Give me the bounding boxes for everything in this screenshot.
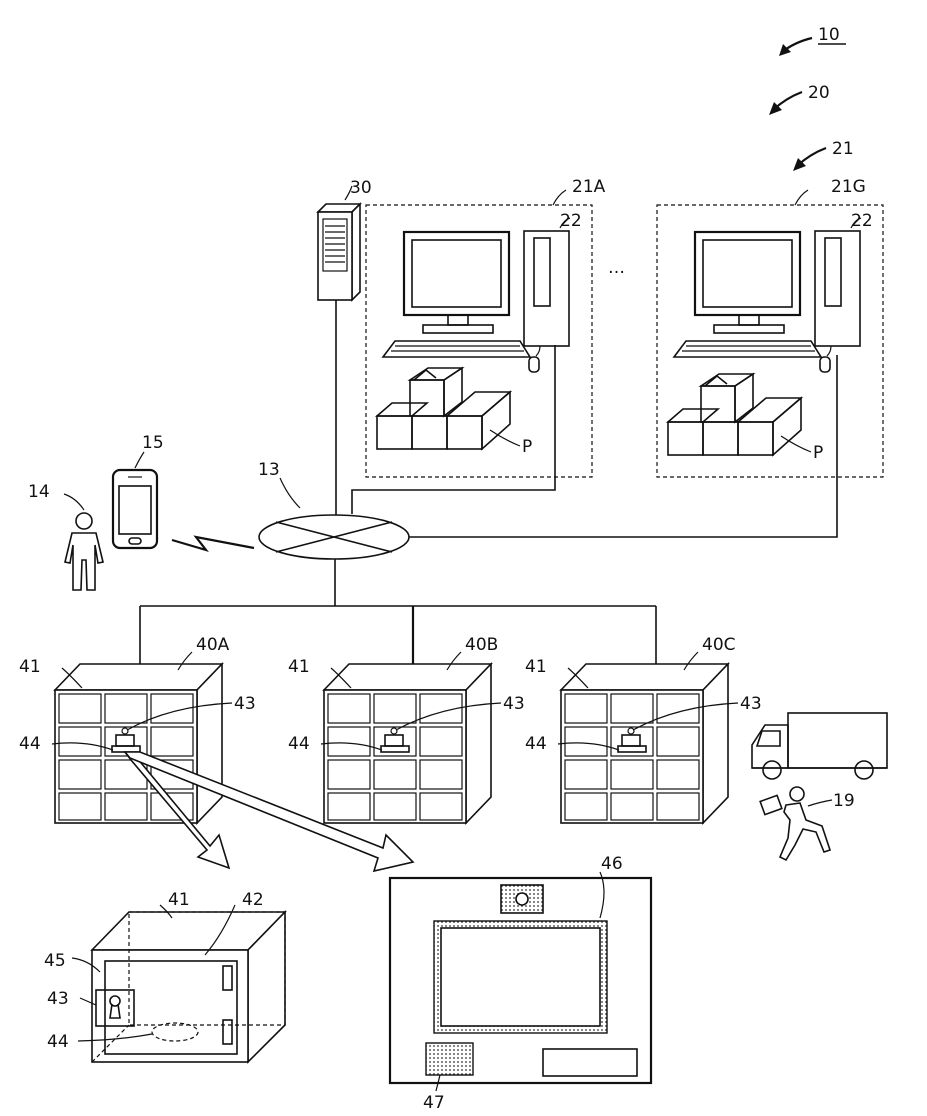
slot xyxy=(543,1049,637,1076)
detail-45-label: 45 xyxy=(44,951,66,971)
pc-g-label: 22 xyxy=(851,211,873,231)
sensor-a-label: 44 xyxy=(19,734,41,754)
box-a-label: 41 xyxy=(19,657,41,677)
seller-side-label: 20 xyxy=(808,83,830,103)
courier-label: 19 xyxy=(833,791,855,811)
seller-terminal-g: 21G 22 xyxy=(657,177,883,477)
sensor-b-label: 44 xyxy=(288,734,310,754)
sensor-c-label: 44 xyxy=(525,734,547,754)
courier-figure-icon: 19 xyxy=(760,787,854,860)
box-b-label: 41 xyxy=(288,657,310,677)
tower-pc-icon: 22 xyxy=(524,211,582,346)
lock-a-label: 43 xyxy=(234,694,256,714)
terminal-g-label: 21G xyxy=(831,177,866,197)
seller-terminals-ref: 21 xyxy=(793,139,854,171)
delivery-truck-icon xyxy=(752,713,887,779)
server-label: 30 xyxy=(350,178,372,198)
network-hub: 13 xyxy=(258,460,409,559)
mouse-icon xyxy=(529,346,540,372)
camera-icon xyxy=(501,885,543,913)
smartphone-icon: 15 xyxy=(113,433,164,548)
wireless-link-icon xyxy=(172,537,254,550)
locker-a-label: 40A xyxy=(196,635,230,655)
locker-box-detail: 41 42 45 43 44 xyxy=(44,890,285,1062)
lock-c-label: 43 xyxy=(740,694,762,714)
seller-side-ref: 20 xyxy=(769,83,830,115)
detail-box-label: 41 xyxy=(168,890,190,910)
network-label: 13 xyxy=(258,460,280,480)
server: 30 xyxy=(318,178,372,300)
network-links xyxy=(140,300,837,664)
detail-sensor-label: 44 xyxy=(47,1032,69,1052)
seller-terminals-label: 21 xyxy=(832,139,854,159)
display-screen xyxy=(434,921,607,1033)
card-reader-icon xyxy=(426,1043,473,1075)
system-label: 10 xyxy=(818,25,840,45)
panel-display-label: 46 xyxy=(601,854,623,874)
package-stack-icon: P xyxy=(377,368,532,457)
ellipsis: … xyxy=(608,258,625,278)
keyboard-icon xyxy=(674,341,821,357)
detail-lock-label: 43 xyxy=(47,989,69,1009)
monitor-icon xyxy=(404,232,509,333)
locker-b: 41 40B 43 44 xyxy=(288,635,525,823)
phone-label: 15 xyxy=(142,433,164,453)
detail-door-label: 42 xyxy=(242,890,264,910)
locker-c: 41 40C 43 44 xyxy=(525,635,762,823)
control-panel-detail: 46 47 xyxy=(390,854,651,1113)
monitor-icon xyxy=(695,232,800,333)
system-ref: 10 xyxy=(779,25,846,56)
mouse-icon xyxy=(820,346,831,372)
keyboard-icon xyxy=(383,341,530,357)
tower-pc-icon: 22 xyxy=(815,211,873,346)
package-stack-icon: P xyxy=(668,374,823,463)
package-g-label: P xyxy=(813,443,823,463)
panel-reader-label: 47 xyxy=(423,1093,445,1113)
terminal-a-label: 21A xyxy=(572,177,606,197)
lock-b-label: 43 xyxy=(503,694,525,714)
locker-b-label: 40B xyxy=(465,635,498,655)
locker-c-label: 40C xyxy=(702,635,736,655)
seller-terminal-a: 21A 22 xyxy=(366,177,606,477)
package-a-label: P xyxy=(522,437,532,457)
user-label: 14 xyxy=(28,482,50,502)
box-c-label: 41 xyxy=(525,657,547,677)
pc-a-label: 22 xyxy=(560,211,582,231)
user-figure-icon: 14 xyxy=(28,482,103,590)
